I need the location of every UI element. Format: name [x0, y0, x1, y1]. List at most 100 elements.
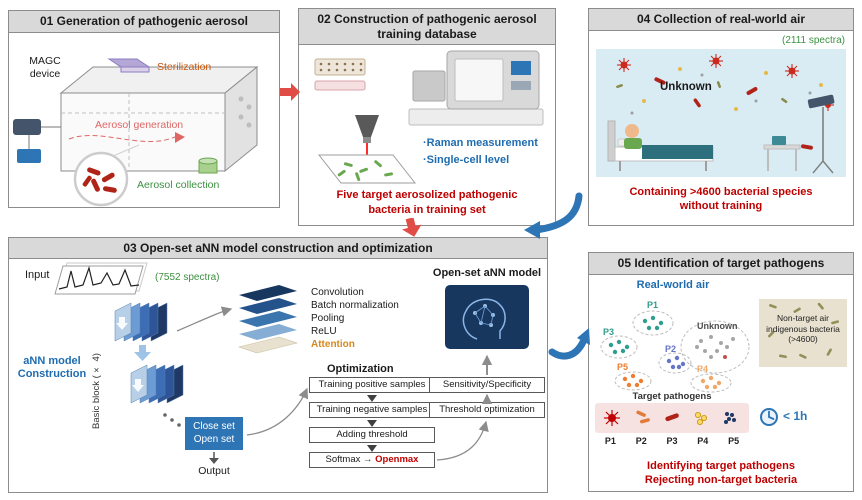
panel-02-body: ·Raman measurement ·Single-cell level Fi…	[299, 45, 555, 225]
patient-bed	[607, 120, 714, 171]
legend-batch-normalization: Batch normalization	[311, 300, 399, 311]
close-open-set-box: Close set Open set	[185, 417, 243, 450]
blanket	[642, 145, 713, 159]
non-target-label: Non-target air indigenous bacteria (>460…	[766, 313, 840, 345]
arrow-panel01-to-panel02	[280, 83, 300, 101]
p2-rod-icon	[636, 410, 650, 424]
panel-05-caption: Identifying target pathogens Rejecting n…	[644, 460, 798, 487]
objective-tip	[363, 137, 371, 143]
raman-measurement-bullet: ·Raman measurement	[423, 137, 538, 149]
flow-arrow-3	[367, 445, 377, 452]
magc-device-label: MAGC device	[29, 55, 61, 80]
panel-01-title: 01 Generation of pathogenic aerosol	[9, 11, 279, 33]
basic-block-label: Basic block (× 4)	[91, 353, 102, 429]
flow-arrow-1	[367, 395, 377, 402]
p5-cluster	[614, 371, 652, 391]
stack-arrow-1	[134, 345, 151, 361]
turnaround-time-label: < 1h	[783, 409, 808, 423]
attention-sheet	[237, 336, 299, 354]
unknown-red-dot	[723, 355, 727, 359]
virus-particles	[617, 54, 834, 111]
panel-05-identification: 05 Identification of target pathogens Re…	[588, 252, 854, 492]
vent-hole	[246, 122, 252, 128]
instrument-base	[408, 108, 544, 126]
cocci-dots	[642, 67, 823, 111]
aerosol-collection-label: Aerosol collection	[137, 179, 220, 191]
collected-bacteria-rods	[82, 167, 117, 193]
down-arrow-glyph	[116, 317, 128, 330]
p3-dots	[608, 339, 630, 355]
dust-dots	[630, 73, 812, 115]
patient-body	[624, 138, 642, 149]
instrument-slot	[511, 81, 531, 90]
ann-construction-label: aNN model Construction	[17, 355, 87, 381]
patient-head	[625, 124, 639, 138]
microscope-module	[412, 70, 446, 102]
down-arrow-glyph	[132, 379, 144, 392]
pathogen-label-p5: P5	[728, 436, 740, 446]
optimization-label: Optimization	[327, 363, 394, 375]
p4-cocci-icon	[695, 411, 708, 425]
pathogen-icons	[604, 410, 736, 426]
raman-setup-illustration	[314, 50, 544, 184]
flow-adding-threshold: Adding threshold	[309, 427, 435, 443]
open-set-model-title: Open-set aNN model	[432, 267, 542, 279]
target-pathogens-label: Target pathogens	[632, 391, 712, 402]
legend-convolution: Convolution	[311, 287, 364, 298]
basic-block-2	[130, 364, 184, 404]
eval-sensitivity-specificity: Sensitivity/Specificity	[429, 377, 545, 393]
p5-cluster-label: P5	[617, 362, 628, 372]
magnifier-circle	[73, 151, 129, 207]
instrument-screen	[511, 61, 531, 75]
pathogen-label-p4: P4	[697, 436, 709, 446]
neural-brain-icon	[462, 298, 506, 340]
layer-legend-stack	[237, 285, 299, 354]
softmax-label: Softmax →	[325, 453, 373, 465]
p4-cluster-label: P4	[697, 364, 708, 374]
instrument-door	[454, 58, 504, 102]
p4-cluster	[690, 373, 732, 393]
flow-training-negative: Training negative samples	[309, 402, 435, 418]
magnifier-line	[112, 144, 140, 157]
objective-lens	[355, 115, 379, 137]
aerosol-generation-label: Aerosol generation	[95, 119, 184, 131]
collector-cylinder-top	[198, 157, 218, 165]
unknown-cluster-label: Unknown	[697, 321, 738, 331]
panel-02-title: 02 Construction of pathogenic aerosol tr…	[299, 9, 555, 45]
sterilization-lid-base	[120, 66, 150, 73]
real-world-air-label: Real-world air	[636, 279, 710, 291]
eval-threshold-optimization: Threshold optimization	[429, 402, 545, 418]
pathogen-label-p2: P2	[635, 436, 647, 446]
ann-brain-image	[445, 285, 529, 349]
cnn-block-stack	[114, 302, 184, 427]
training-spectra-note: (7552 spectra)	[155, 272, 220, 283]
panel-05-title: 05 Identification of target pathogens	[589, 253, 853, 275]
aerosol-flow-path	[68, 135, 176, 142]
panel-04-real-world-air: 04 Collection of real-world air (2111 sp…	[588, 8, 854, 226]
p4-dots	[700, 375, 722, 390]
p1-cluster-label: P1	[647, 300, 658, 310]
output-label: Output	[198, 465, 230, 477]
flow-training-positive: Training positive samples	[309, 377, 435, 393]
basic-block-1	[114, 302, 168, 342]
medical-kit	[772, 136, 786, 145]
panel-01-body: MAGC device Sterilization Aerosol genera…	[9, 33, 279, 207]
cluster-map: P1 Unknown P3 P2 P5 P4	[600, 300, 750, 393]
magc-device-illustration	[13, 58, 259, 207]
closeset-to-optimization-arrow	[246, 387, 309, 436]
panel-02-training-database: 02 Construction of pathogenic aerosol tr…	[298, 8, 556, 226]
single-cell-bullet: ·Single-cell level	[423, 154, 510, 166]
indigenous-bacteria	[616, 81, 788, 104]
p3-cluster-label: P3	[603, 327, 614, 337]
input-spectra-illustration	[54, 262, 148, 295]
panel-04-title: 04 Collection of real-world air	[589, 9, 853, 31]
side-table	[763, 136, 801, 171]
ellipsis-dot	[177, 423, 181, 427]
sterilization-label: Sterilization	[157, 61, 212, 73]
non-target-box: Non-target air indigenous bacteria (>460…	[759, 299, 847, 367]
p5-cocci-icon	[724, 412, 736, 424]
ellipsis-dot	[163, 413, 167, 417]
sterilization-lid	[107, 58, 151, 68]
pooling-sheet	[239, 311, 297, 327]
